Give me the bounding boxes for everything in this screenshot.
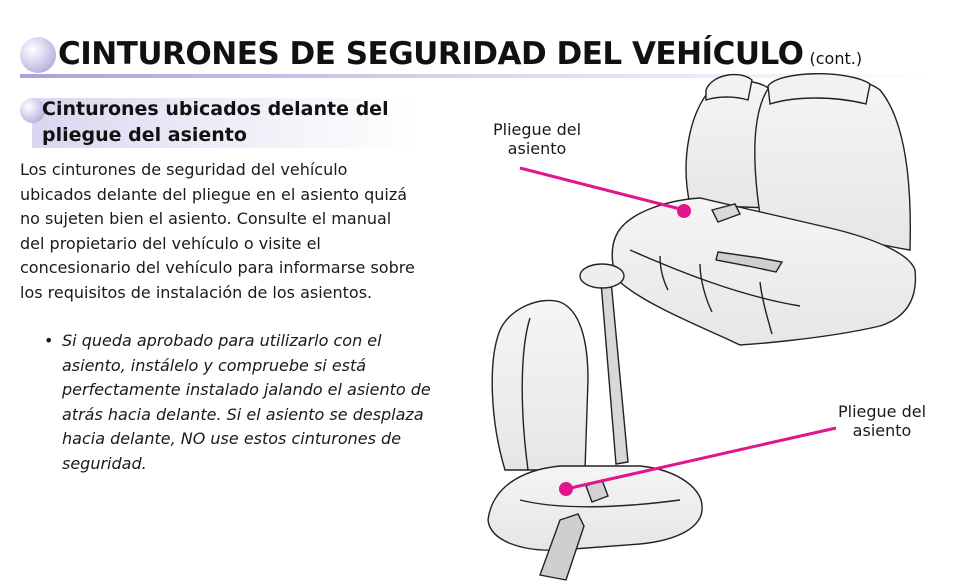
callout-line-top (519, 166, 685, 212)
bullet-line: hacia delante, NO use estos cinturones d… (62, 429, 402, 448)
front-backrest (491, 299, 589, 471)
callout-dot-bottom (559, 482, 573, 496)
section-heading-line: pliegue del asiento (42, 124, 247, 146)
belt-anchor (579, 263, 625, 289)
bullet-marker: • (44, 331, 54, 350)
front-bucket-seat (487, 263, 703, 581)
body-line: Los cinturones de seguridad del vehículo (20, 160, 348, 179)
rear-buckle (710, 203, 741, 223)
page-title-cont: (cont.) (809, 49, 863, 68)
bullet-item: Si queda aprobado para utilizarlo con el… (62, 329, 462, 476)
page-title-text: CINTURONES DE SEGURIDAD DEL VEHÍCULO (58, 36, 804, 72)
title-rule (20, 74, 930, 78)
front-buckle-stalk (539, 513, 585, 581)
rear-cushion-seam (629, 249, 801, 307)
section-bullet-icon (20, 98, 45, 123)
bullet-line: Si queda aprobado para utilizarlo con el (62, 331, 382, 350)
rear-cushion-seam (659, 255, 669, 291)
rear-headrest (705, 73, 753, 101)
section-heading-line: Cinturones ubicados delante del (42, 98, 389, 120)
rear-cushion-seam (699, 263, 713, 313)
rear-bench-seat (611, 73, 917, 346)
bullet-line: asiento, instálelo y compruebe si está (62, 355, 367, 375)
rear-buckle (715, 251, 784, 273)
rear-cushion-seam (759, 281, 773, 335)
callout-line-bottom (565, 426, 837, 491)
callout-label-bottom: Pliegue del asiento (826, 402, 938, 440)
shoulder-belt (599, 269, 629, 465)
section-heading-band (32, 98, 418, 148)
bullet-line: seguridad. (62, 453, 147, 473)
callout-line: asiento (507, 139, 567, 158)
title-bullet-icon (20, 37, 56, 73)
callout-label-top: Pliegue del asiento (482, 120, 592, 158)
bullet-line: perfectamente instalado jalando el asien… (62, 380, 431, 399)
body-line: del propietario del vehículo o visite el (20, 233, 321, 253)
bullet-line: atrás hacia delante. Si el asiento se de… (62, 404, 424, 424)
callout-line: Pliegue del (837, 402, 927, 421)
callout-dot-top (677, 204, 691, 218)
front-backrest-side (521, 317, 531, 471)
rear-cushion (611, 197, 917, 346)
section-heading: Cinturones ubicados delante del pliegue … (42, 96, 462, 148)
callout-line: asiento (852, 421, 912, 440)
body-line: no sujeten bien el asiento. Consulte el … (20, 209, 392, 228)
body-line: ubicados delante del pliegue en el asien… (20, 184, 408, 204)
body-line: los requisitos de instalación de los asi… (20, 282, 373, 302)
body-paragraph: Los cinturones de seguridad del vehículo… (20, 158, 468, 305)
body-line: concesionario del vehículo para informar… (20, 258, 415, 277)
front-cushion (487, 465, 703, 551)
rear-headrest (767, 73, 871, 105)
page-title: CINTURONES DE SEGURIDAD DEL VEHÍCULO (con… (58, 36, 862, 72)
callout-line: Pliegue del (492, 120, 582, 139)
front-cushion-seam (519, 499, 681, 508)
